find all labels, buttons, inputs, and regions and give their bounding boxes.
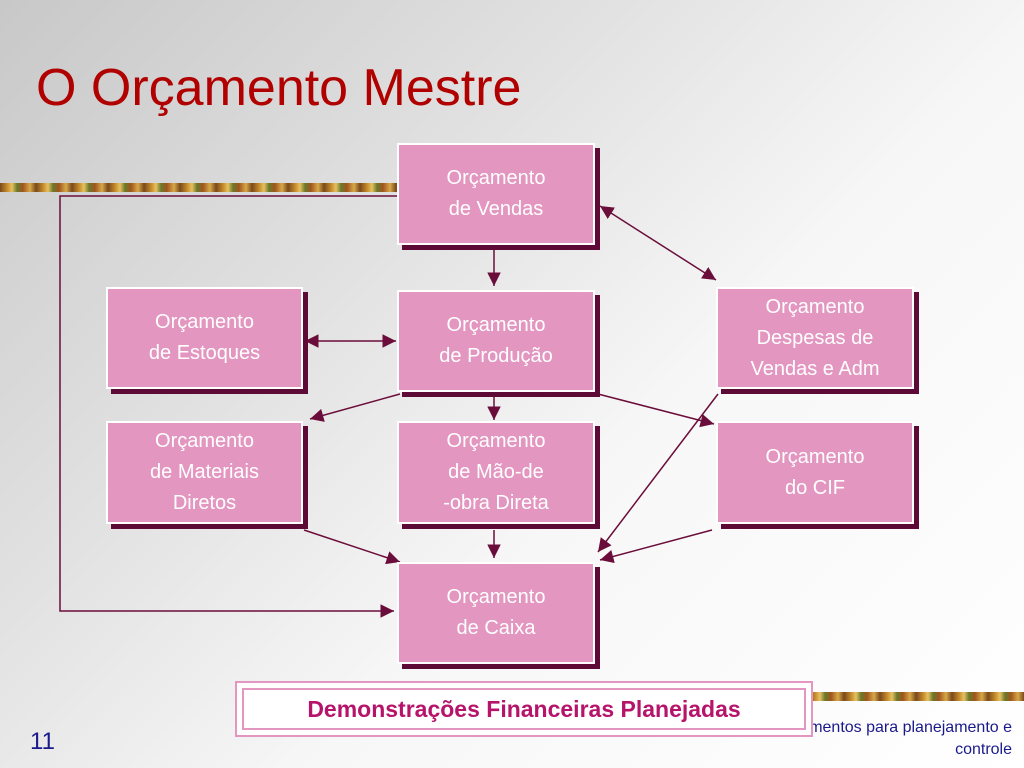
box-orcamento-mao-de-obra: Orçamento de Mão-de -obra Direta bbox=[397, 421, 595, 524]
decorative-band-top bbox=[0, 183, 400, 192]
footer-line-2: controle bbox=[955, 741, 1012, 758]
demonstracoes-label: Demonstrações Financeiras Planejadas bbox=[242, 688, 806, 730]
box-orcamento-materiais: Orçamento de Materiais Diretos bbox=[106, 421, 303, 524]
arrow-vendas-despesas bbox=[599, 205, 717, 281]
footer-line-1: Orçamentos para planejamento e bbox=[774, 719, 1012, 736]
footer-text: Orçamentos para planejamento e controle bbox=[712, 717, 1012, 761]
box-orcamento-producao: Orçamento de Produção bbox=[397, 290, 595, 392]
slide-title: O Orçamento Mestre bbox=[36, 59, 522, 117]
arrow-producao-cif bbox=[597, 393, 715, 428]
box-orcamento-cif: Orçamento do CIF bbox=[716, 421, 914, 524]
decorative-band-bottom bbox=[808, 692, 1024, 701]
page-number: 11 bbox=[30, 728, 55, 755]
arrow-producao-materiais bbox=[309, 393, 401, 422]
arrow-vendas-caixa-loop bbox=[59, 195, 398, 618]
demonstracoes-box: Demonstrações Financeiras Planejadas bbox=[235, 681, 813, 737]
arrow-materiais-caixa bbox=[303, 529, 401, 565]
arrow-cif-caixa bbox=[599, 529, 713, 564]
arrow-despesas-caixa bbox=[597, 393, 719, 553]
box-orcamento-vendas: Orçamento de Vendas bbox=[397, 143, 595, 245]
box-orcamento-estoques: Orçamento de Estoques bbox=[106, 287, 303, 389]
box-orcamento-despesas: Orçamento Despesas de Vendas e Adm bbox=[716, 287, 914, 389]
box-orcamento-caixa: Orçamento de Caixa bbox=[397, 562, 595, 664]
